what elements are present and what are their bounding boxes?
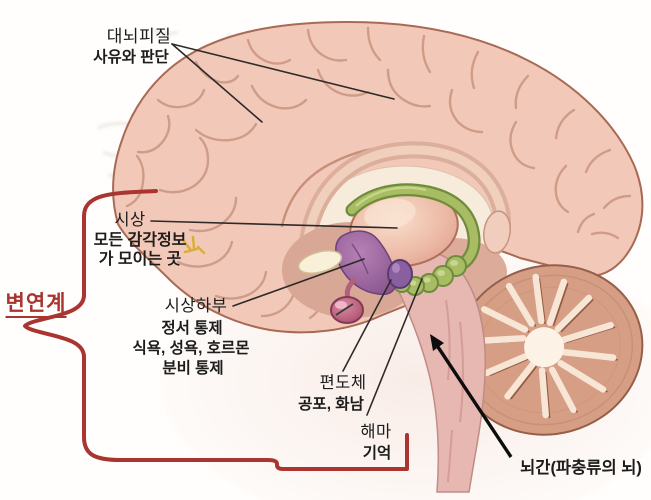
cerebellum-shape: [454, 264, 644, 436]
hypothalamus-desc-1: 정서 통제: [161, 320, 223, 337]
thalamus-pointer-line: [150, 220, 398, 229]
splenium-shape: [483, 210, 511, 254]
hypothalamus-desc-3: 분비 통제: [162, 360, 224, 377]
hypothalamus-pointer-line: [232, 258, 365, 307]
optic-chiasm-shape: [297, 250, 343, 274]
cortex-pointer-line-2: [171, 43, 395, 100]
amygdala-desc: 공포, 화남: [298, 396, 364, 413]
pituitary-shape: [330, 277, 364, 324]
arrowhead: [430, 334, 444, 351]
yellow-marking: [181, 235, 206, 255]
hippocampus-pointer-line: [366, 278, 423, 416]
amygdala-shape: [387, 259, 413, 289]
pituitary-tick-line: [335, 303, 354, 316]
cortex-desc: 사유와 판단: [93, 49, 169, 66]
hypothalamus-label: 시상하부: [164, 297, 228, 315]
brainstem-shape: [394, 250, 486, 493]
thalamus-label: 시상: [114, 211, 146, 229]
amygdala-label: 편도체: [319, 374, 367, 392]
pointer-lines: [150, 43, 423, 416]
limbic-system-label: 변연계: [5, 292, 67, 318]
hypothalamus-desc-2: 식욕, 성욕, 호르몬: [132, 340, 250, 357]
brainstem-label: 뇌간(파충류의 뇌): [520, 459, 642, 477]
limbic-bracket: [23, 189, 409, 471]
cortex-pointer-line-1: [171, 43, 263, 123]
thalamus-desc-1: 모든 감각정보: [93, 232, 187, 249]
hippocampus-desc: 기억: [362, 445, 392, 462]
sulci-lines: [125, 26, 632, 320]
hippocampus-label: 해마: [360, 423, 392, 441]
amygdala-pointer-line: [342, 279, 392, 372]
thalamus-desc-2: 가 모이는 곳: [98, 251, 182, 268]
cortex-label: 대뇌피질: [106, 27, 172, 46]
brainstem-arrow: [430, 334, 513, 458]
